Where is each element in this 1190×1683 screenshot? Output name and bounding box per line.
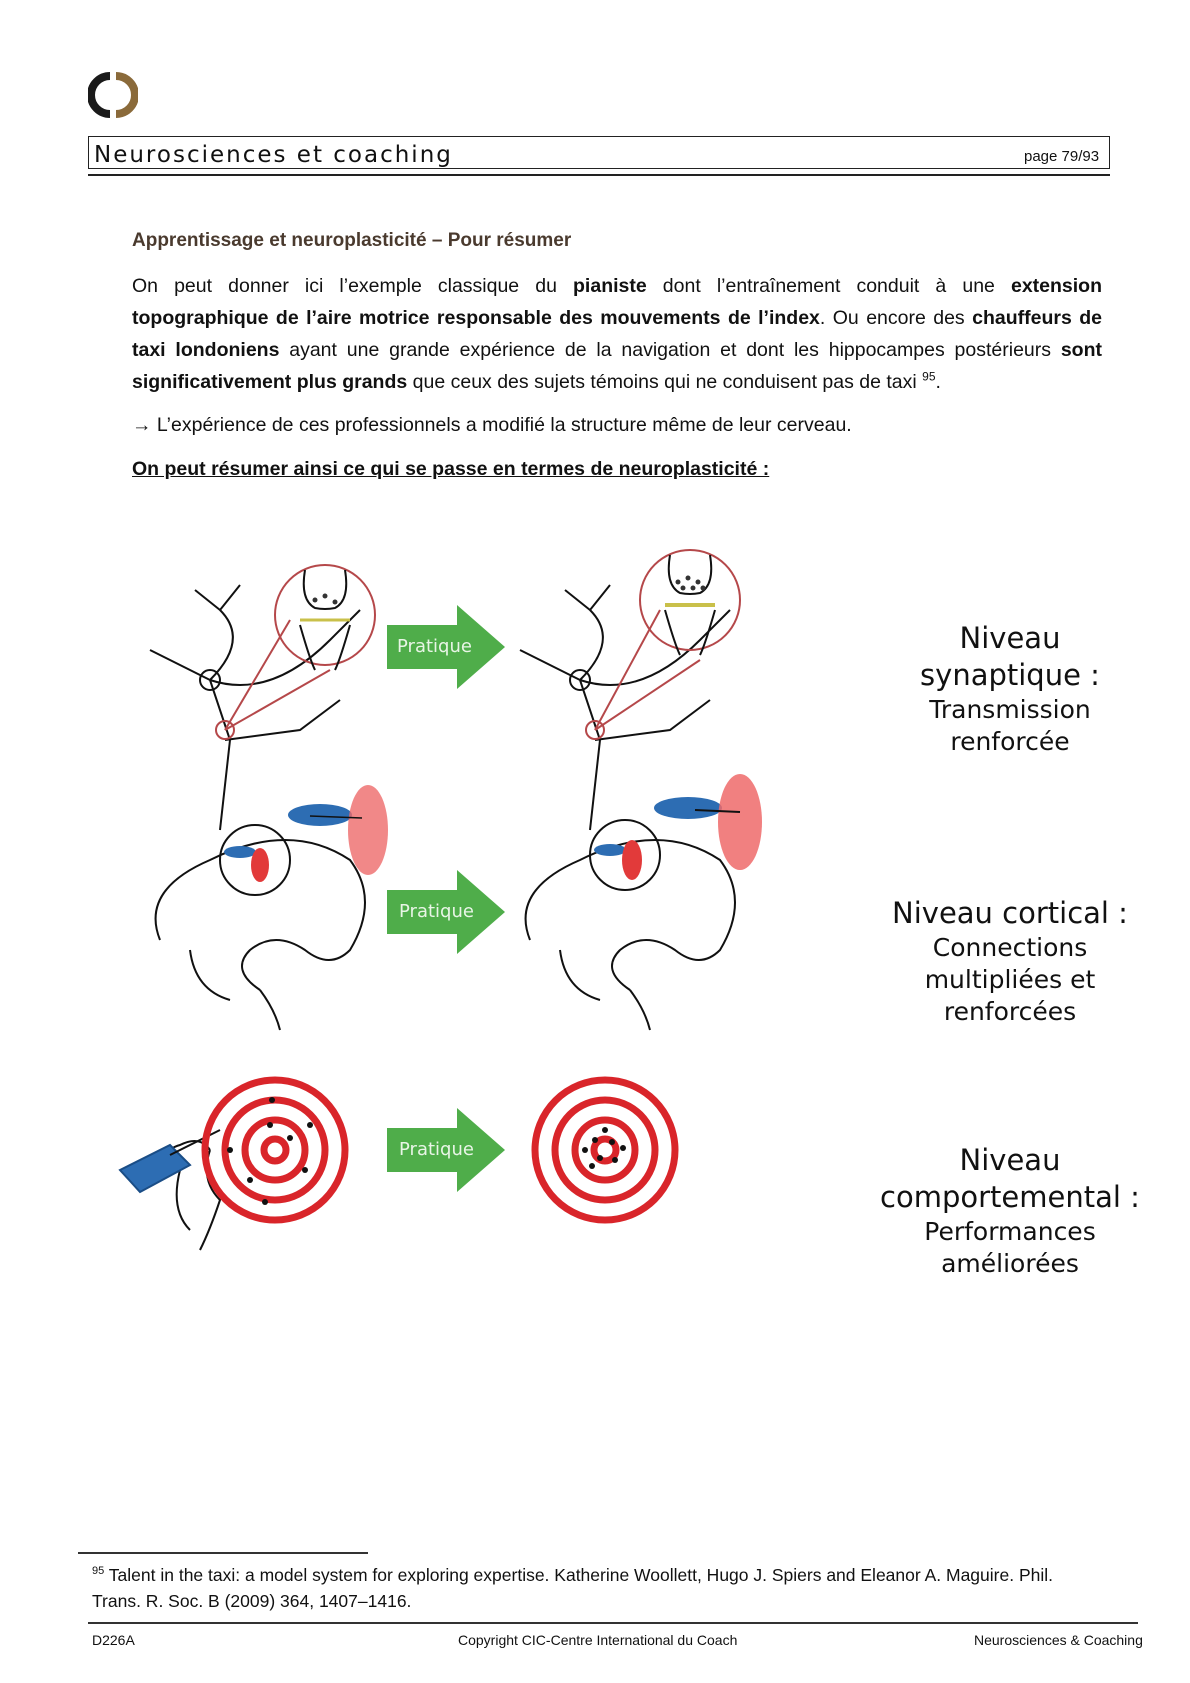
logo-icon bbox=[88, 70, 138, 120]
synapse-vesicles-before bbox=[313, 594, 338, 605]
cortex-red-zoom-after bbox=[718, 774, 762, 870]
footer-copyright: Copyright CIC-Centre International du Co… bbox=[458, 1632, 737, 1648]
neuron-before-illustration bbox=[150, 585, 360, 830]
target-after-illustration bbox=[535, 1080, 675, 1220]
practice-arrow-label-2: Pratique bbox=[399, 901, 474, 922]
conclusion-line: → L’expérience de ces professionnels a m… bbox=[132, 414, 852, 437]
summary-heading: On peut résumer ainsi ce qui se passe en… bbox=[132, 458, 769, 481]
synapse-zoom-after bbox=[595, 550, 740, 730]
footnote-number: 95 bbox=[92, 1565, 104, 1577]
cortex-red-small-after bbox=[622, 840, 642, 880]
body-paragraph: On peut donner ici l’exemple classique d… bbox=[132, 270, 1102, 398]
target-before-illustration bbox=[205, 1080, 345, 1220]
cortex-blue-zoom-after bbox=[654, 797, 722, 819]
level-cortical: Niveau cortical : Connections multipliée… bbox=[870, 895, 1150, 1028]
synapse-zoom-before bbox=[225, 565, 375, 730]
page-header-title: Neurosciences et coaching bbox=[94, 142, 453, 168]
cortex-blue-small-before bbox=[224, 846, 256, 858]
footer-course-title: Neurosciences & Coaching bbox=[974, 1632, 1143, 1648]
cortex-blue-small-after bbox=[594, 844, 626, 856]
neuroplasticity-figure: Pratique Pratique Pratique Niveau synapt… bbox=[100, 530, 1150, 1330]
footnote-rule bbox=[78, 1552, 368, 1554]
footnote-text: Talent in the taxi: a model system for e… bbox=[92, 1565, 1053, 1611]
header-rule bbox=[88, 174, 1110, 176]
cortex-red-small-before bbox=[251, 848, 269, 882]
section-heading: Apprentissage et neuroplasticité – Pour … bbox=[132, 230, 571, 252]
level-behavioural: Niveau comportemental : Performances amé… bbox=[870, 1142, 1150, 1280]
cortex-blue-zoom-before bbox=[288, 804, 352, 826]
footnote: 95 Talent in the taxi: a model system fo… bbox=[92, 1562, 1102, 1614]
cortex-red-zoom-before bbox=[348, 785, 388, 875]
level-synaptic: Niveau synaptique : Transmission renforc… bbox=[910, 620, 1110, 758]
practice-arrow-label-1: Pratique bbox=[397, 636, 472, 657]
footer-rule bbox=[88, 1622, 1138, 1624]
neuron-after-illustration bbox=[520, 585, 730, 830]
synapse-vesicles-after bbox=[676, 576, 706, 591]
practice-arrow-label-3: Pratique bbox=[399, 1139, 474, 1160]
page-number: page 79/93 bbox=[1024, 148, 1099, 165]
footnote-ref[interactable]: 95 bbox=[922, 370, 935, 384]
footer-doc-code: D226A bbox=[92, 1632, 135, 1648]
